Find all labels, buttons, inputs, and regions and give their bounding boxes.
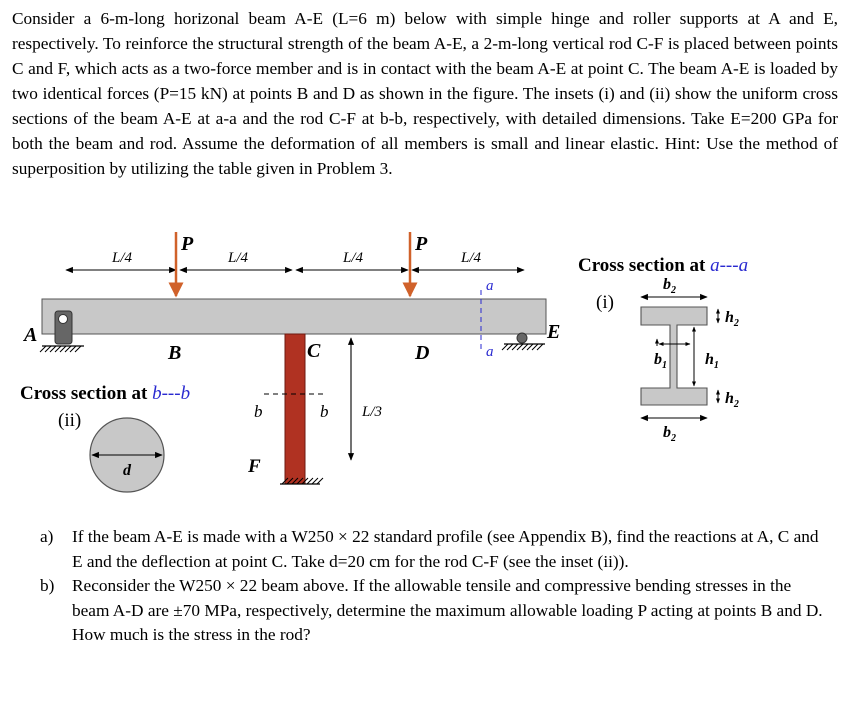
beam-figure: L/4 L/4 L/4 L/4 P P A E a a B C D F b b	[20, 232, 748, 493]
section-a-mark-bottom: a	[486, 344, 494, 360]
b2-top-label: b2	[663, 276, 676, 296]
problem-intro: Consider a 6-m-long horizonal beam A-E (…	[12, 9, 838, 178]
inset-ii-title: Cross section at b---b	[20, 383, 190, 404]
question-b-label: b)	[40, 576, 55, 596]
point-d-label: D	[414, 342, 429, 364]
section-a-mark-top: a	[486, 278, 494, 294]
inset-i-title: Cross section at a---a	[578, 255, 748, 276]
b1-label: b1	[654, 351, 667, 371]
load-label-b: P	[180, 233, 194, 255]
question-b: b) Reconsider the W250 × 22 beam above. …	[40, 574, 830, 648]
rod-length-label: L/3	[361, 404, 382, 420]
load-label-d: P	[414, 233, 428, 255]
ground-support-f	[280, 477, 324, 485]
h1-label: h1	[705, 351, 719, 371]
section-b-mark-right: b	[320, 402, 329, 421]
beam-ae	[41, 298, 547, 335]
inset-i-tag: (i)	[596, 292, 614, 313]
point-c-label: C	[307, 340, 321, 362]
point-f-label: F	[247, 456, 261, 477]
i-beam-section	[640, 306, 708, 406]
roller-support-e	[501, 332, 545, 351]
question-list: a) If the beam A-E is made with a W250 ×…	[40, 525, 830, 648]
span-label-de: L/4	[460, 250, 482, 266]
question-b-text: Reconsider the W250 × 22 beam above. If …	[72, 576, 823, 645]
h2-top-label: h2	[725, 309, 739, 329]
question-a-text: If the beam A-E is made with a W250 × 22…	[72, 527, 819, 571]
question-a-label: a)	[40, 527, 54, 546]
diameter-label: d	[123, 462, 132, 479]
point-a-label: A	[22, 324, 37, 346]
span-label-cd: L/4	[342, 250, 364, 266]
span-label-bc: L/4	[227, 250, 249, 266]
hinge-support-a	[39, 310, 84, 353]
point-e-label: E	[546, 321, 560, 343]
h2-bottom-label: h2	[725, 390, 739, 410]
b2-bottom-label: b2	[663, 424, 676, 444]
span-label-ab: L/4	[111, 250, 133, 266]
point-b-label: B	[167, 342, 181, 364]
rod-cf	[284, 333, 306, 485]
section-b-mark-left: b	[254, 402, 263, 421]
inset-ii-tag: (ii)	[58, 410, 81, 431]
question-a: a) If the beam A-E is made with a W250 ×…	[40, 525, 830, 574]
